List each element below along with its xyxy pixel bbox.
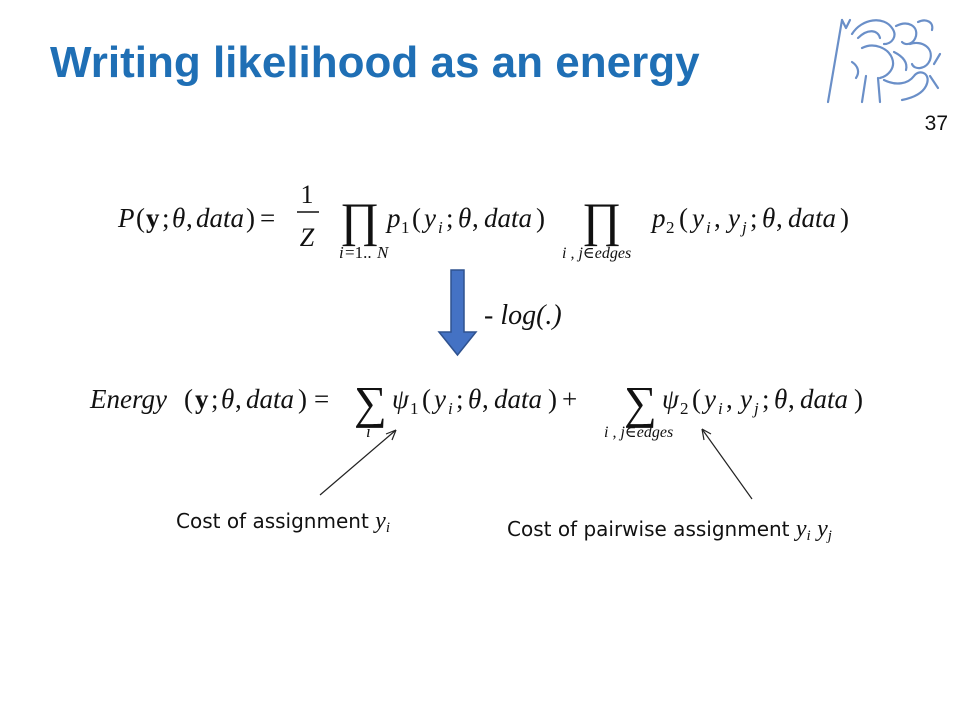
svg-text:,: , [776,203,783,233]
unary-cost-var: y [375,508,386,534]
unary-cost-caption: Cost of assignment yi [176,508,390,537]
transform-label: - log(.) [484,300,562,331]
svg-text:∑: ∑ [354,377,387,428]
svg-text:i: i [438,218,443,237]
pairwise-cost-var2: y [817,516,828,542]
svg-text:ψ: ψ [662,384,680,414]
svg-text:j: j [740,218,747,237]
svg-text:,: , [726,384,733,414]
svg-text:j: j [752,399,759,418]
svg-text:p: p [650,203,666,233]
pairwise-cost-sub1: i [806,528,811,544]
svg-text:): ) [854,384,863,414]
svg-text:,: , [186,203,193,233]
svg-text:2: 2 [680,399,689,418]
svg-text:y: y [146,203,160,233]
svg-text:): ) [840,203,849,233]
svg-text:i: i [448,399,453,418]
svg-text:;: ; [211,384,219,414]
pairwise-cost-var1: y [795,516,807,542]
svg-text:data: data [788,203,836,233]
svg-text:+: + [562,384,577,414]
svg-text:(: ( [412,203,421,233]
svg-text:θ: θ [774,384,787,414]
svg-text:θ: θ [468,384,481,414]
svg-text:N: N [376,243,390,262]
svg-text:data: data [196,203,244,233]
pairwise-cost-sub2: j [827,528,832,544]
svg-text:data: data [800,384,848,414]
svg-text:ψ: ψ [392,384,410,414]
svg-text:y: y [701,384,716,414]
svg-text:Z: Z [300,223,315,252]
svg-text:=1..: =1.. [345,243,372,262]
svg-text:): ) [548,384,557,414]
pairwise-pointer-line [701,428,753,500]
svg-text:∏: ∏ [340,194,380,247]
svg-text:θ: θ [172,203,185,233]
svg-text:∏: ∏ [582,194,622,247]
svg-text:y: y [725,203,740,233]
svg-text:data: data [246,384,294,414]
svg-text:(: ( [692,384,701,414]
svg-text:,: , [235,384,242,414]
university-lion-logo-icon [826,18,942,104]
unary-cost-sub: i [385,520,390,536]
svg-text:y: y [737,384,752,414]
svg-text:): ) [246,203,255,233]
svg-text:(: ( [679,203,688,233]
svg-text:;: ; [456,384,464,414]
svg-text:y: y [195,384,209,414]
svg-text:i , j∈edges: i , j∈edges [604,424,673,441]
svg-text:(: ( [136,203,145,233]
svg-text:=: = [314,384,329,414]
svg-text:p: p [385,203,401,233]
svg-text:i: i [718,399,723,418]
svg-text:(: ( [184,384,193,414]
svg-text:2: 2 [666,218,675,237]
page-number: 37 [924,112,948,135]
svg-text:;: ; [750,203,758,233]
svg-text:,: , [714,203,721,233]
svg-text:=: = [260,203,275,233]
pairwise-cost-caption: Cost of pairwise assignment yi yj [507,516,832,545]
svg-text:;: ; [162,203,170,233]
svg-text:i: i [706,218,711,237]
svg-text:i: i [339,243,344,262]
pairwise-cost-text: Cost of pairwise assignment [507,517,790,541]
svg-text:1: 1 [410,399,419,418]
unary-cost-text: Cost of assignment [176,509,369,533]
svg-text:θ: θ [762,203,775,233]
svg-text:;: ; [762,384,770,414]
slide-title: Writing likelihood as an energy [50,38,700,87]
svg-text:θ: θ [458,203,471,233]
svg-text:data: data [494,384,542,414]
svg-text:,: , [788,384,795,414]
svg-text:,: , [472,203,479,233]
svg-text:(: ( [422,384,431,414]
svg-text:P: P [117,203,135,233]
down-arrow-icon [437,269,478,357]
svg-text:1: 1 [401,218,410,237]
svg-text:y: y [431,384,446,414]
svg-text:∑: ∑ [624,377,657,428]
svg-text:1: 1 [301,180,314,209]
svg-text:Energy: Energy [89,384,167,414]
svg-text:θ: θ [221,384,234,414]
svg-text:): ) [298,384,307,414]
svg-text:y: y [421,203,436,233]
unary-pointer-line [319,429,397,496]
svg-text:i: i [366,422,371,441]
svg-text:): ) [536,203,545,233]
svg-text:i , j∈edges: i , j∈edges [562,245,631,262]
svg-text:;: ; [446,203,454,233]
svg-text:,: , [482,384,489,414]
svg-text:y: y [689,203,704,233]
svg-text:data: data [484,203,532,233]
